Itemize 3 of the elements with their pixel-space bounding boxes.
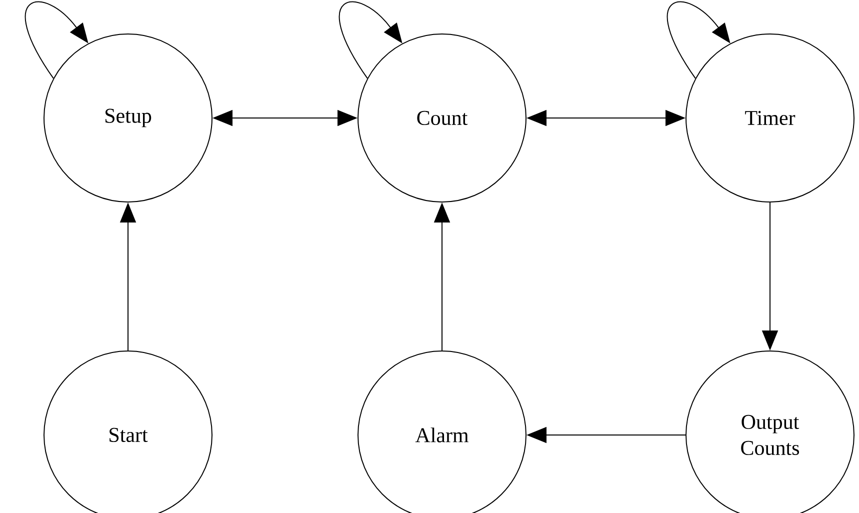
arrow bbox=[24, 2, 88, 79]
arrow bbox=[338, 2, 402, 79]
arrow bbox=[666, 2, 730, 79]
